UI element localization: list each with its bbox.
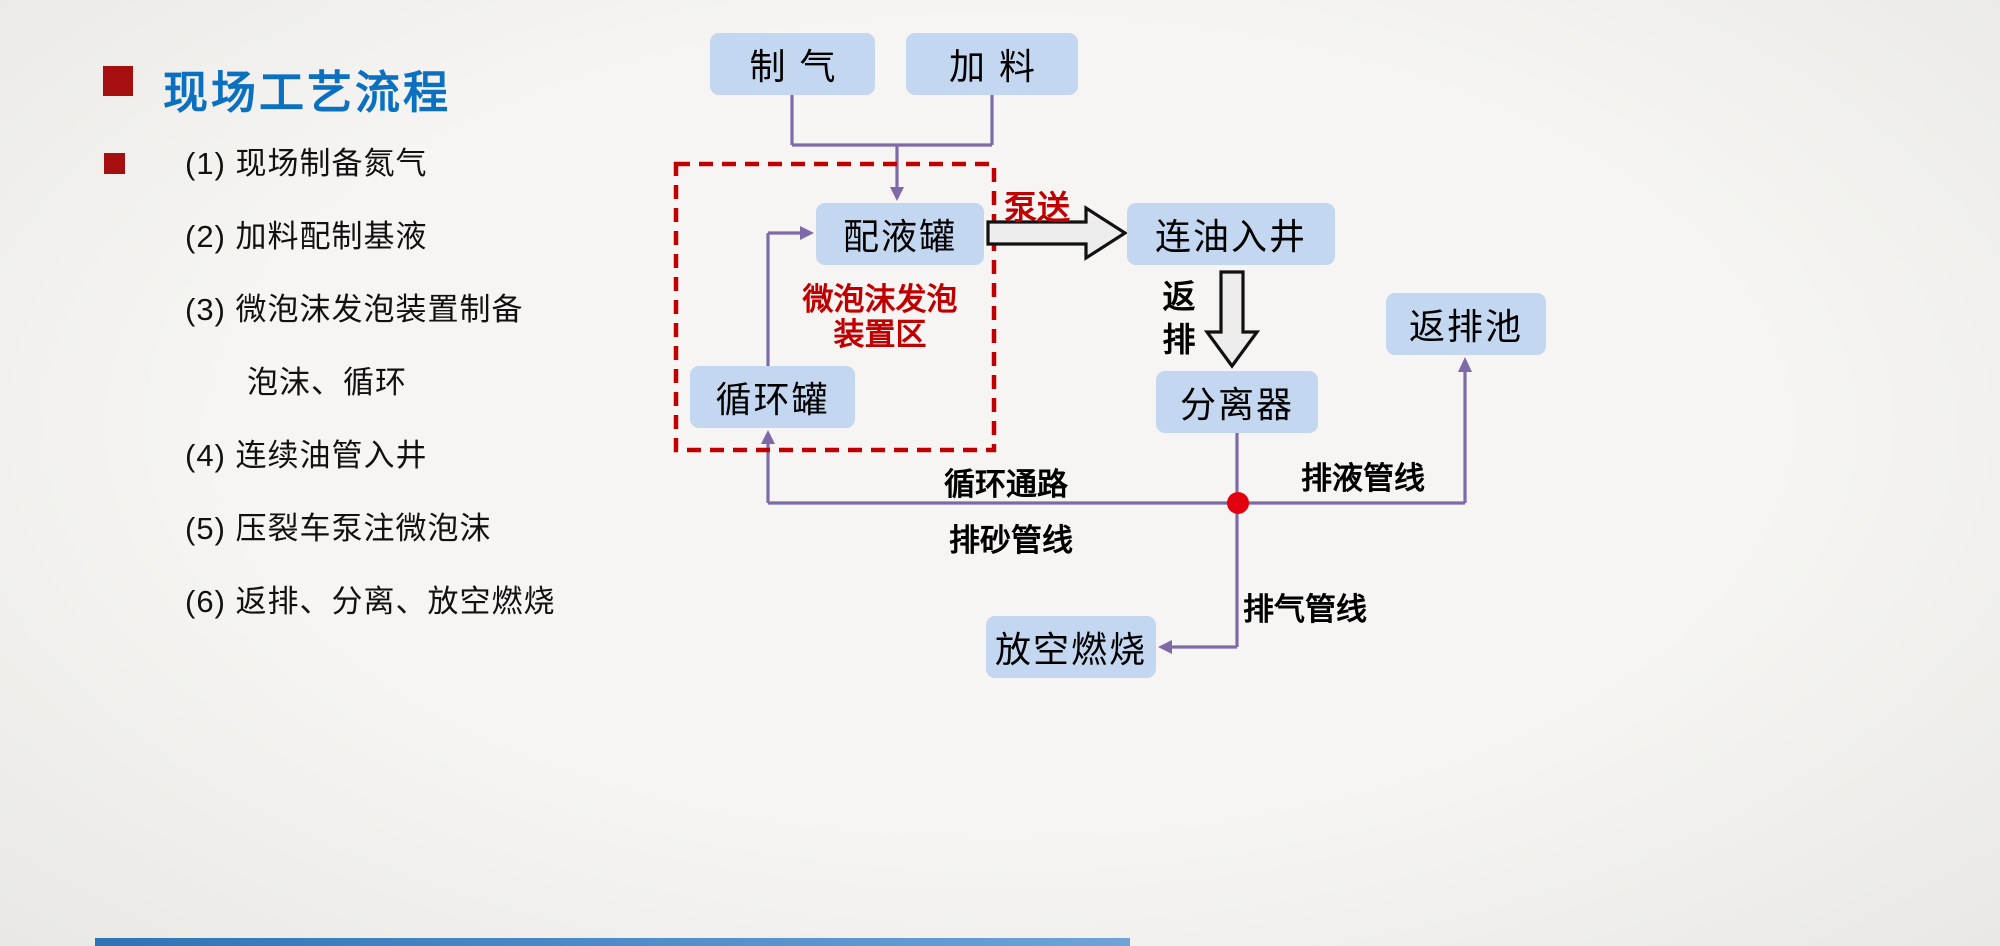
page-title: 现场工艺流程 bbox=[163, 67, 452, 118]
pump-block-arrow-icon bbox=[986, 205, 1128, 261]
node-flare: 放空燃烧 bbox=[986, 616, 1156, 678]
list-item-2: (2) 加料配制基液 bbox=[185, 219, 428, 254]
process-steps-list: (1) 现场制备氮气 (2) 加料配制基液 (3) 微泡沫发泡装置制备 泡沫、循… bbox=[185, 146, 705, 657]
node-label: 返排池 bbox=[1408, 307, 1523, 347]
node-gas-generation: 制气 bbox=[710, 33, 875, 95]
node-label: 放空燃烧 bbox=[994, 630, 1147, 670]
label-gas-line: 排气管线 bbox=[1243, 592, 1367, 627]
junction-dot-icon bbox=[1227, 492, 1249, 514]
list-item-1: (1) 现场制备氮气 bbox=[185, 146, 428, 181]
list-item-5: (5) 压裂车泵注微泡沫 bbox=[185, 511, 492, 546]
node-separator: 分离器 bbox=[1156, 371, 1318, 433]
label-flowback: 返排 bbox=[1158, 279, 1195, 365]
list-item-3: (3) 微泡沫发泡装置制备 bbox=[185, 292, 524, 327]
zone-label-line1: 微泡沫发泡 bbox=[802, 282, 958, 317]
list-item-3-continued: 泡沫、循环 bbox=[247, 365, 407, 400]
label-foam-device-zone: 微泡沫发泡 装置区 bbox=[788, 282, 972, 352]
node-flowback-pit: 返排池 bbox=[1386, 293, 1546, 355]
list-item-6: (6) 返排、分离、放空燃烧 bbox=[185, 584, 556, 619]
node-label: 分离器 bbox=[1179, 385, 1294, 425]
footer-accent-bar bbox=[95, 938, 1130, 946]
label-circulation-path: 循环通路 bbox=[944, 467, 1068, 502]
arrowhead-left-icon bbox=[1158, 640, 1172, 654]
label-sand-line: 排砂管线 bbox=[949, 523, 1073, 558]
node-label: 制气 bbox=[749, 47, 850, 87]
label-pump: 泵送 bbox=[1004, 189, 1070, 226]
arrowhead-up-icon bbox=[1458, 357, 1472, 372]
node-feeding: 加料 bbox=[906, 33, 1078, 95]
title-bullet-icon bbox=[103, 66, 133, 96]
list-item-4: (4) 连续油管入井 bbox=[185, 438, 428, 473]
node-coiled-tubing-entry: 连油入井 bbox=[1127, 203, 1335, 265]
arrowhead-down-icon bbox=[890, 187, 904, 201]
node-label: 循环罐 bbox=[715, 380, 830, 420]
arrowhead-right-icon bbox=[800, 226, 814, 240]
node-label: 连油入井 bbox=[1154, 217, 1307, 257]
node-circulation-tank: 循环罐 bbox=[690, 366, 855, 428]
foam-device-zone-border bbox=[673, 161, 997, 453]
list-bullet-icon bbox=[104, 153, 125, 174]
zone-label-line2: 装置区 bbox=[833, 317, 927, 352]
arrowhead-up-icon bbox=[761, 430, 775, 444]
label-liquid-line: 排液管线 bbox=[1301, 461, 1425, 496]
flowback-block-arrow-icon bbox=[1203, 270, 1261, 369]
node-mixing-tank: 配液罐 bbox=[816, 203, 984, 265]
node-label: 加料 bbox=[948, 47, 1049, 87]
node-label: 配液罐 bbox=[842, 217, 957, 257]
